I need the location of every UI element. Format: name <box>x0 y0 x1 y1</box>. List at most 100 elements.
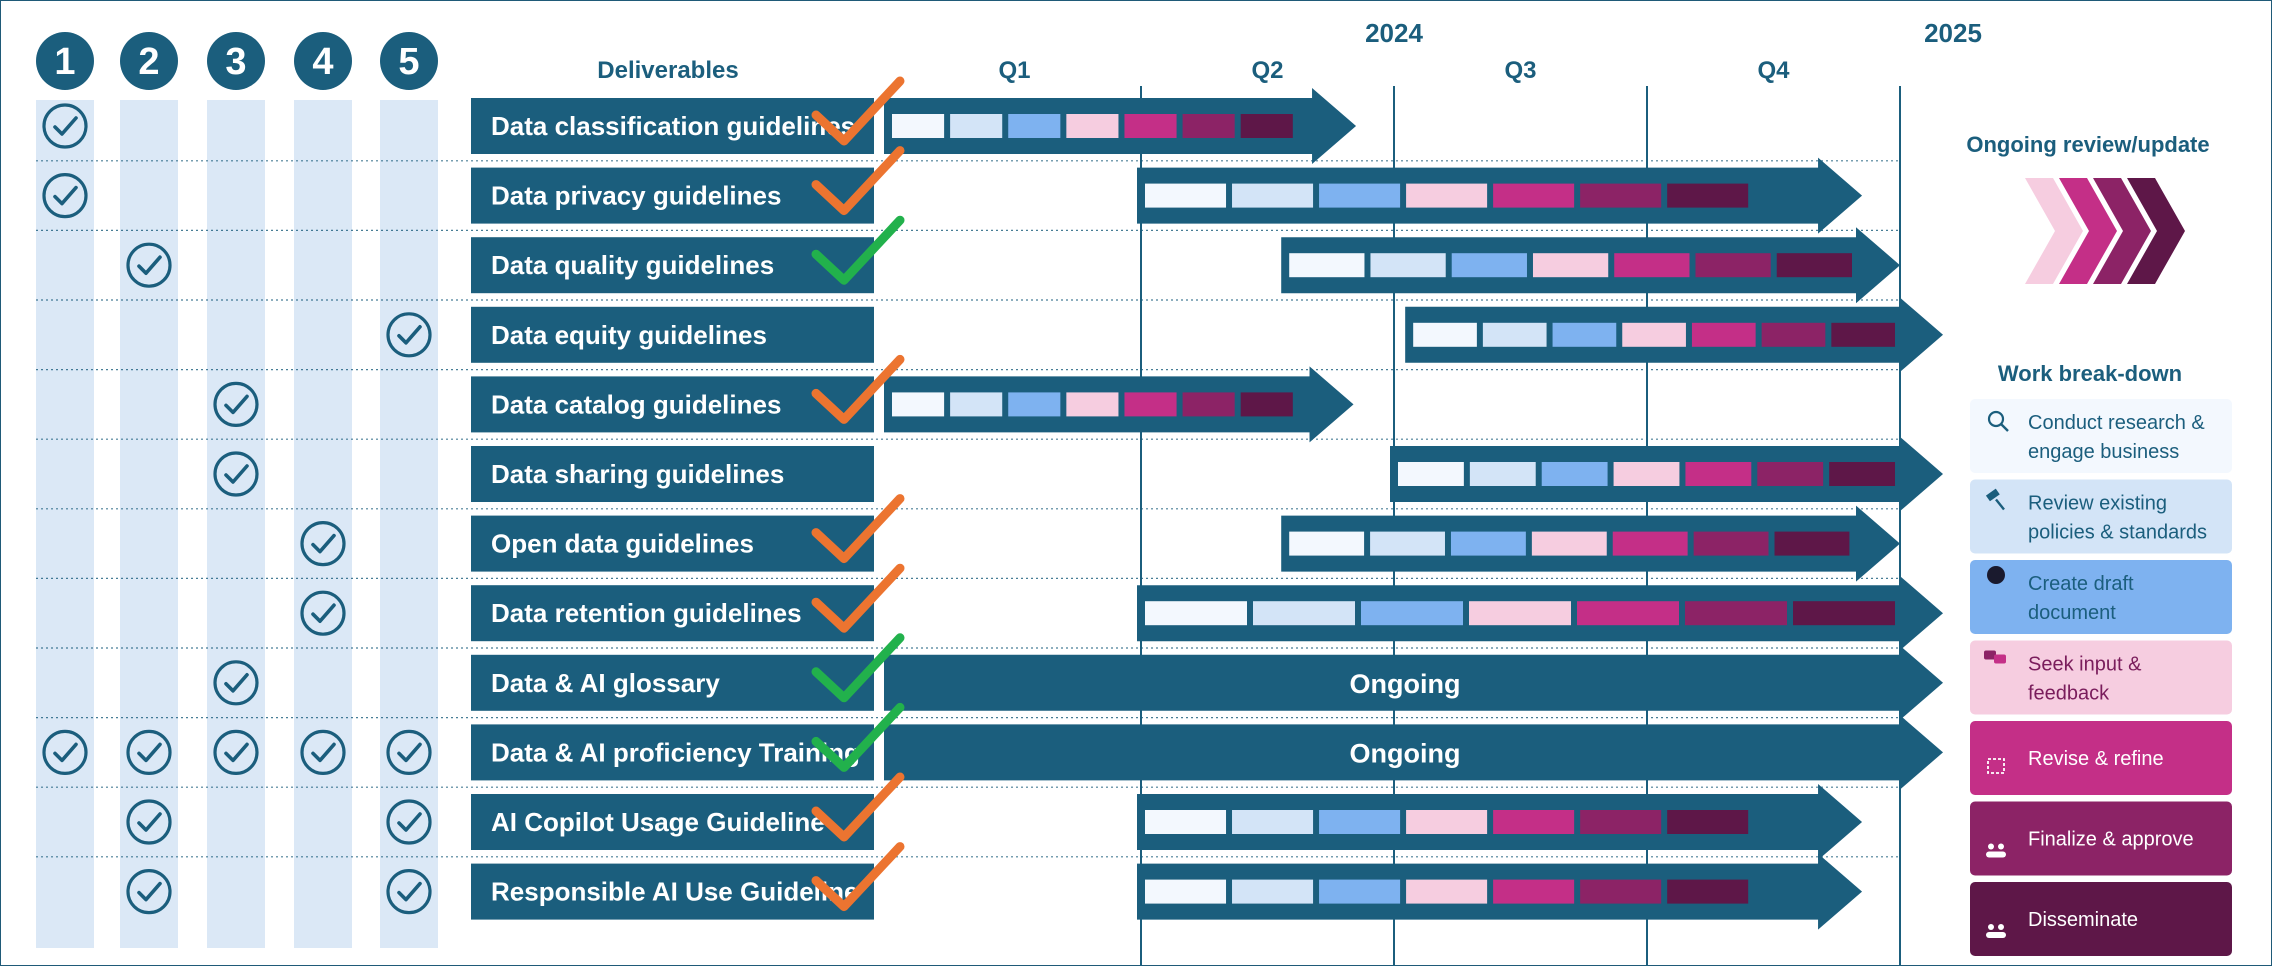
deliverable-label: AI Copilot Usage Guideline <box>491 807 825 837</box>
check-circle-icon <box>126 242 172 288</box>
stage-segment-6 <box>1685 601 1788 626</box>
deliverable-row: Data sharing guidelines <box>213 436 1944 512</box>
stage-segment-2 <box>1232 183 1314 208</box>
person-2 <box>1998 924 2004 930</box>
deliverable-label-bar <box>471 724 874 781</box>
year-2024-label: 2024 <box>1365 18 1423 48</box>
check-circle <box>126 799 172 845</box>
stage-segment-7 <box>1776 253 1852 278</box>
stage-segment-6 <box>1757 462 1824 486</box>
stage-segment-5 <box>1685 462 1752 486</box>
work-breakdown-line-2: feedback <box>2028 683 2110 705</box>
check-circle <box>386 799 432 845</box>
deliverable-label: Data quality guidelines <box>491 250 774 280</box>
column-number-circle <box>294 32 352 90</box>
stage-segment-2 <box>950 392 1003 417</box>
deliverable-row: Data retention guidelines <box>300 563 1944 652</box>
deliverable-label: Responsible AI Use Guideline <box>491 877 858 907</box>
check-circle <box>213 660 259 706</box>
work-breakdown-box <box>1970 560 2232 634</box>
deliverable-label: Data & AI proficiency Training <box>491 737 860 767</box>
check-circle <box>126 729 172 776</box>
stage-segment-5 <box>1577 601 1680 626</box>
check-mark <box>397 881 422 902</box>
check-circle <box>213 451 259 497</box>
status-check-orange-icon <box>811 842 905 912</box>
work-breakdown-line-1: Conduct research & <box>2028 412 2205 434</box>
deliverable-label-bar <box>471 167 874 224</box>
stage-segment-2 <box>1232 879 1314 904</box>
stage-segment-1 <box>1289 253 1365 278</box>
column-number-circle <box>207 32 265 90</box>
deliverable-label-bar <box>471 376 874 433</box>
check-circle <box>42 173 88 219</box>
column-number-circle <box>36 32 94 90</box>
magnifier-handle <box>2000 423 2009 432</box>
people-icon <box>1988 924 1994 930</box>
check-mark <box>137 881 162 902</box>
work-breakdown-line-2: document <box>2028 602 2116 624</box>
stage-segment-7 <box>1667 183 1749 208</box>
check-mark <box>224 742 249 763</box>
quarter-label-q3: Q3 <box>1504 57 1536 84</box>
check-circle-icon <box>300 590 346 636</box>
column-number-text: 4 <box>312 41 333 83</box>
check-circle-icon <box>386 729 432 776</box>
stage-segment-3 <box>1451 253 1527 278</box>
head-gear-icon <box>1987 566 2005 584</box>
check-circle-icon <box>386 799 432 845</box>
stage-segment-4 <box>1613 462 1680 486</box>
deliverable-label-bar <box>471 306 874 363</box>
ongoing-review-title: Ongoing review/update <box>1966 132 2209 157</box>
deliverable-row: Data & AI proficiency Training Ongoing <box>42 702 1944 791</box>
check-circle-icon <box>126 799 172 845</box>
stage-segment-7 <box>1793 601 1896 626</box>
work-breakdown-item: Conduct research &engage business <box>1970 399 2232 473</box>
work-breakdown-box <box>1970 399 2232 473</box>
check-circle-icon <box>213 451 259 497</box>
check-mark <box>397 325 422 345</box>
check-circle-icon <box>42 173 88 219</box>
stage-segment-3 <box>1008 392 1061 417</box>
team-body <box>1986 851 2006 858</box>
stage-segment-7 <box>1240 114 1293 138</box>
check-circle-icon <box>126 868 172 915</box>
deliverable-label: Data privacy guidelines <box>491 181 781 211</box>
deliverables-header: Deliverables <box>597 57 738 84</box>
deliverable-row: Data catalog guidelines <box>213 354 1354 443</box>
stage-segment-6 <box>1695 253 1771 278</box>
stage-segment-6 <box>1761 322 1826 347</box>
chat-bubbles-icon <box>1984 650 1996 660</box>
work-breakdown-line-1: Finalize & approve <box>2028 829 2194 851</box>
ongoing-label: Ongoing <box>1350 738 1461 768</box>
deliverable-label: Data classification guidelines <box>491 111 855 141</box>
column-number-circle <box>120 32 178 90</box>
check-circle-icon <box>213 660 259 706</box>
check-circle <box>213 729 259 776</box>
status-check-orange-icon <box>811 354 905 424</box>
deliverable-label-bar <box>471 654 874 711</box>
stage-segment-1 <box>1145 879 1227 904</box>
stage-segment-4 <box>1406 810 1488 834</box>
stage-segment-6 <box>1182 114 1235 138</box>
status-check-green-icon <box>811 633 905 703</box>
ongoing-label: Ongoing <box>1350 669 1461 699</box>
check-circle <box>126 868 172 915</box>
year-2025-label: 2025 <box>1924 18 1982 48</box>
deliverable-label-bar <box>471 585 874 642</box>
stage-segment-1 <box>892 114 945 138</box>
status-check-orange-icon <box>811 772 905 842</box>
deliverable-row: Open data guidelines <box>300 494 1900 582</box>
check-circle-icon <box>300 520 346 567</box>
check-circle-icon <box>213 729 259 776</box>
check-circle <box>213 381 259 427</box>
quarter-label-q4: Q4 <box>1757 57 1790 84</box>
check-circle-icon <box>213 381 259 427</box>
status-check-orange-icon <box>811 563 905 633</box>
stage-segment-5 <box>1493 183 1575 208</box>
check-mark <box>224 673 249 693</box>
check-mark <box>137 742 162 763</box>
deliverable-label: Data sharing guidelines <box>491 459 784 489</box>
ongoing-arrow <box>884 644 1944 721</box>
